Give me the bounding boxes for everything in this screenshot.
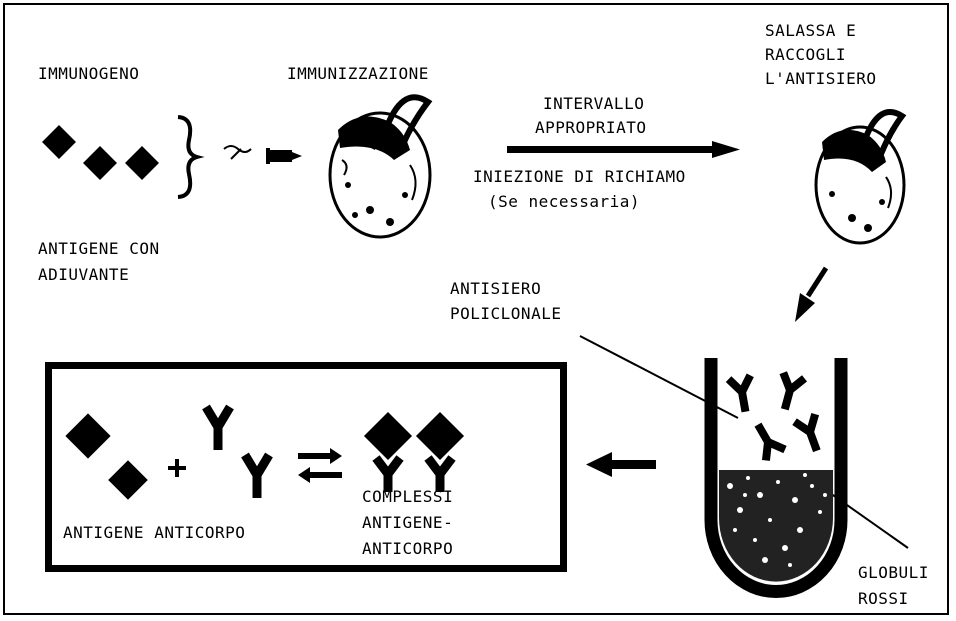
brace-icon [178, 117, 197, 197]
antigen-diamond-icon [83, 146, 117, 180]
antibody-icon [795, 414, 828, 454]
adjuvant-symbol-icon [224, 146, 251, 159]
antibody-icon [206, 407, 230, 450]
equilibrium-arrows-icon [298, 448, 342, 483]
rabbit-illustration [816, 112, 904, 243]
antibody-icon [245, 455, 269, 498]
plus-icon [168, 459, 186, 477]
antibody-icon [748, 419, 785, 460]
interval-arrow-icon [507, 141, 740, 158]
antigen-diamond-icon [42, 125, 76, 159]
antigen-diamond-icon [65, 413, 110, 458]
antigen-diamond-icon [108, 460, 148, 500]
antigen-antibody-complex-icon [416, 412, 464, 492]
syringe-icon [266, 148, 302, 164]
result-arrow-icon [586, 452, 656, 477]
antigen-antibody-complex-icon [364, 412, 412, 492]
antibody-icon [774, 373, 804, 413]
rabbit-illustration [330, 97, 430, 237]
antibody-icon [729, 375, 757, 413]
antigen-diamond-icon [125, 146, 159, 180]
collect-arrow-icon [795, 268, 826, 322]
test-tube-icon [711, 358, 841, 592]
